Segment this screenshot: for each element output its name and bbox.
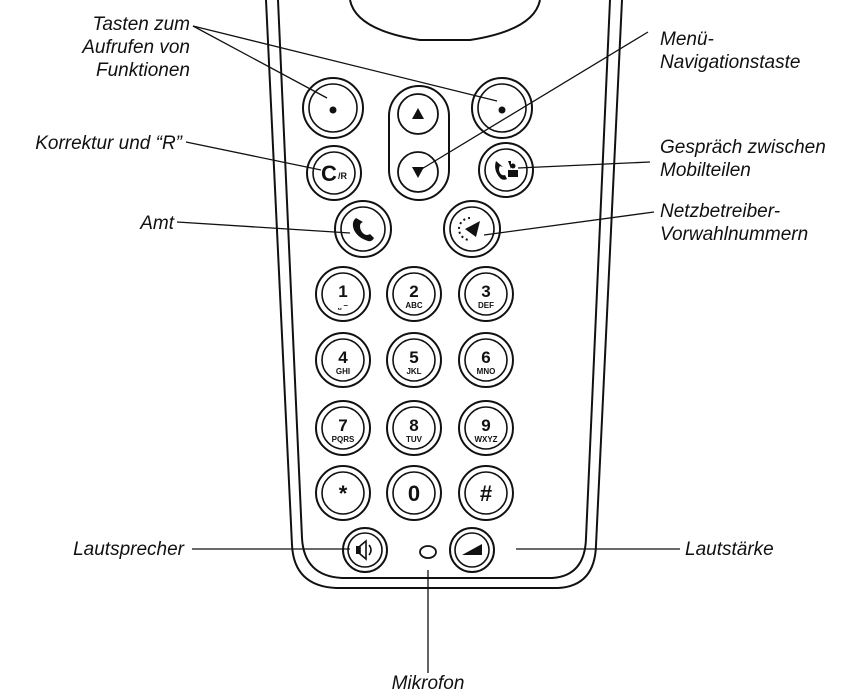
correction-glyph: C [321,161,337,186]
intercom-icon [495,161,518,180]
keypad-digit: 6 [481,348,490,367]
label-microphone: Mikrofon [391,673,465,694]
keypad-digit: 7 [338,416,347,435]
volume-icon [462,544,482,555]
keypad-digit: # [480,481,492,506]
keypad-digit: 2 [409,282,418,301]
label-carrier: Netzbetreiber- Vorwahlnummern [660,201,809,245]
microphone-icon [419,545,437,559]
volume-key[interactable] [449,527,495,573]
keypad-key-10[interactable]: * [315,465,371,521]
dot-icon [498,106,506,114]
correction-key[interactable]: C /R [306,145,362,201]
line-key[interactable] [334,200,392,258]
leader-lines [176,25,680,673]
keypad-letters: TUV [406,435,423,444]
speaker-key[interactable] [342,527,388,573]
keypad-digit: 0 [408,481,420,506]
keypad-digit: 1 [338,282,347,301]
keypad-letters: DEF [478,301,494,310]
label-line: Amt [140,213,174,234]
correction-suffix: /R [338,171,348,181]
keypad-letters: ABC [405,301,423,310]
keypad-digit: * [339,481,348,506]
handset-body [265,0,623,589]
label-menu-navigation: Menü- Navigationstaste [660,29,801,73]
label-volume: Lautstärke [685,539,774,560]
carrier-select-icon [458,217,480,241]
keypad-letters: GHI [336,367,350,376]
keypad-key-1[interactable]: 1⎵ – [315,266,371,322]
keypad-key-12[interactable]: # [458,465,514,521]
keypad-key-11[interactable]: 0 [386,465,442,521]
softkey-left[interactable] [302,77,364,139]
label-intercom: Gespräch zwischen Mobilteilen [660,137,826,181]
speaker-icon [356,539,372,561]
keypad-digit: 8 [409,416,418,435]
dot-icon [329,106,337,114]
keypad-letters: WXYZ [474,435,497,444]
keypad-letters: MNO [477,367,496,376]
label-correction: Korrektur und “R” [35,133,182,154]
menu-navigation-key[interactable] [388,85,450,201]
softkey-right[interactable] [471,77,533,139]
phone-handset-icon [352,218,374,242]
keypad-digit: 5 [409,348,418,367]
carrier-key[interactable] [443,200,501,258]
intercom-key[interactable] [478,142,534,198]
keypad-letters: JKL [406,367,421,376]
numeric-keypad: 1⎵ –2ABC3DEF4GHI5JKL6MNO7PQRS8TUV9WXYZ*0… [315,266,514,521]
keypad-digit: 3 [481,282,490,301]
label-function-keys: Tasten zum Aufrufen von Funktionen [82,14,190,81]
arrow-up-icon [412,108,424,119]
label-speaker: Lautsprecher [73,539,184,560]
keypad-digit: 9 [481,416,490,435]
keypad-letters: ⎵ – [337,301,348,311]
keypad-letters: PQRS [332,435,355,444]
keypad-digit: 4 [338,348,348,367]
